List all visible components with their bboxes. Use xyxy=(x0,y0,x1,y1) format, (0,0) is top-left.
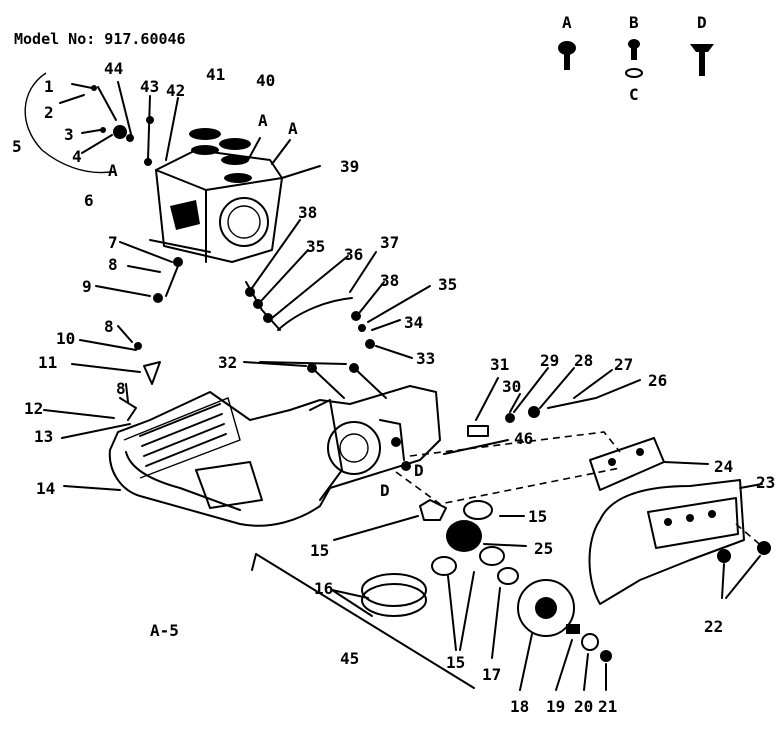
sheet-label: A-5 xyxy=(150,621,179,640)
callout-31: 31 xyxy=(490,355,509,374)
callout-33: 33 xyxy=(416,349,435,368)
callout-46: 46 xyxy=(514,429,533,448)
hardware-legend: A B C D xyxy=(558,13,714,104)
callout-5: 5 xyxy=(12,137,22,156)
alignment-lines xyxy=(395,431,621,505)
callout-45: 45 xyxy=(340,649,359,668)
callout-32: 32 xyxy=(218,353,237,372)
model-number: Model No: 917.60046 xyxy=(14,30,186,48)
callout-21: 21 xyxy=(598,697,617,716)
callout-13: 13 xyxy=(34,427,53,446)
bar-plate-24 xyxy=(589,437,709,491)
callout-38-lower: 38 xyxy=(380,271,399,290)
callout-1: 1 xyxy=(44,77,54,96)
callout-40: 40 xyxy=(256,71,275,90)
callout-a-mid: A xyxy=(258,111,268,130)
callout-18: 18 xyxy=(510,697,529,716)
callout-15-right: 15 xyxy=(528,507,547,526)
callout-39: 39 xyxy=(340,157,359,176)
callout-28: 28 xyxy=(574,351,593,370)
callout-8-upper: 8 xyxy=(108,255,118,274)
callout-29: 29 xyxy=(540,351,559,370)
callout-a-right: A xyxy=(288,119,298,138)
legend-a: A xyxy=(562,13,572,32)
callout-d-upper: D xyxy=(414,461,424,480)
callout-36: 36 xyxy=(344,245,363,264)
callout-3: 3 xyxy=(64,125,74,144)
screw-d-icon xyxy=(690,44,714,76)
callout-35-upper: 35 xyxy=(306,237,325,256)
callout-15-lower: 15 xyxy=(446,653,465,672)
callout-15-left: 15 xyxy=(310,541,329,560)
legend-c: C xyxy=(629,85,639,104)
callout-10: 10 xyxy=(56,329,75,348)
callout-6: 6 xyxy=(84,191,94,210)
callout-17: 17 xyxy=(482,665,501,684)
callout-24: 24 xyxy=(714,457,733,476)
callout-8-lower: 8 xyxy=(116,379,126,398)
screw-b-icon xyxy=(625,39,643,78)
callout-4: 4 xyxy=(72,147,82,166)
callout-43: 43 xyxy=(140,77,159,96)
callout-16: 16 xyxy=(314,579,333,598)
callout-14: 14 xyxy=(36,479,55,498)
callout-22: 22 xyxy=(704,617,723,636)
main-housing xyxy=(63,385,441,527)
callout-37: 37 xyxy=(380,233,399,252)
parts-10-13-group xyxy=(43,325,161,439)
parts-1-5-group xyxy=(24,72,179,174)
screws-32 xyxy=(243,361,387,399)
callout-12: 12 xyxy=(24,399,43,418)
callout-labels: 1 2 3 4 5 6 7 8 8 8 9 10 11 12 13 14 15 … xyxy=(12,59,775,716)
callout-35-lower: 35 xyxy=(438,275,457,294)
screw-a-icon xyxy=(558,41,576,70)
callout-7: 7 xyxy=(108,233,118,252)
callout-34: 34 xyxy=(404,313,423,332)
filter-housing xyxy=(149,128,321,263)
bar-cover-23 xyxy=(588,479,771,605)
callout-2: 2 xyxy=(44,103,54,122)
clutch-group xyxy=(251,499,612,691)
oil-line-group xyxy=(245,219,431,359)
callout-11: 11 xyxy=(38,353,57,372)
callout-20: 20 xyxy=(574,697,593,716)
callout-42: 42 xyxy=(166,81,185,100)
legend-d: D xyxy=(697,13,707,32)
legend-b: B xyxy=(629,13,639,32)
callout-38-upper: 38 xyxy=(298,203,317,222)
callout-44: 44 xyxy=(104,59,123,78)
callout-27: 27 xyxy=(614,355,633,374)
callout-d-lower: D xyxy=(380,481,390,500)
callout-26: 26 xyxy=(648,371,667,390)
callout-19: 19 xyxy=(546,697,565,716)
cooling-fins xyxy=(139,403,227,467)
callout-9: 9 xyxy=(82,277,92,296)
callout-30: 30 xyxy=(502,377,521,396)
callout-41: 41 xyxy=(206,65,225,84)
callout-a-left: A xyxy=(108,161,118,180)
callout-8-middle: 8 xyxy=(104,317,114,336)
parts-26-31-group xyxy=(443,367,641,455)
callout-25: 25 xyxy=(534,539,553,558)
parts-7-9-group xyxy=(95,241,183,303)
callout-23: 23 xyxy=(756,473,775,492)
